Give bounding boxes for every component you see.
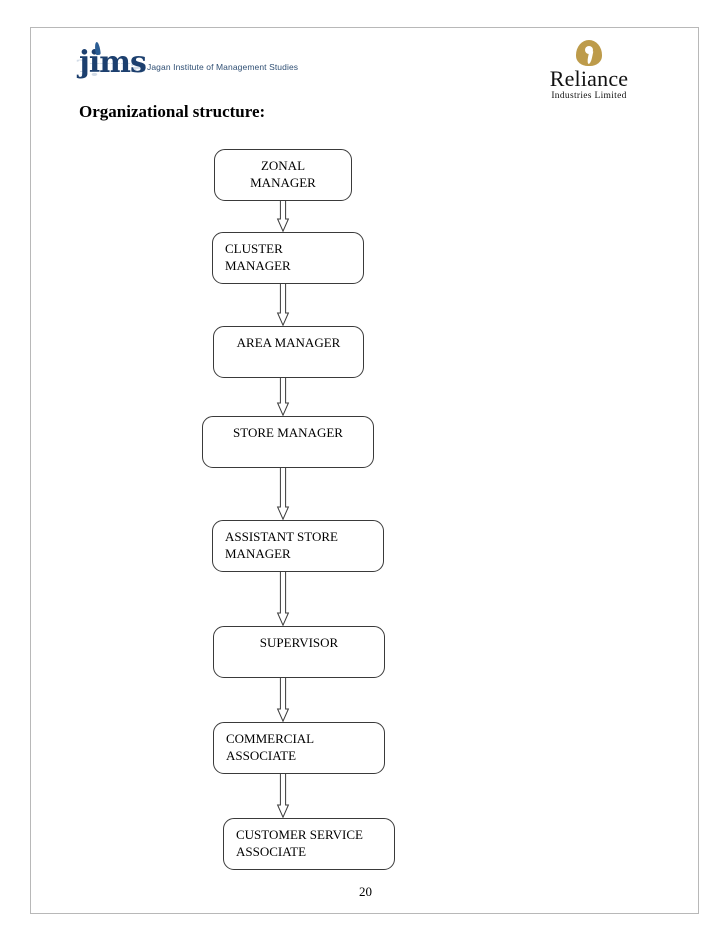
document-page: jims jims Jagan Institute of Management … <box>30 27 699 914</box>
node-assistant-store-manager: ASSISTANT STORE MANAGER <box>212 520 384 572</box>
jims-tagline: Jagan Institute of Management Studies <box>147 62 299 72</box>
jims-wordmark: jims <box>79 45 147 80</box>
reliance-logo: Reliance Industries Limited <box>529 40 649 102</box>
page-number: 20 <box>359 884 372 899</box>
arrow-cluster-manager-to-area-manager <box>275 284 291 326</box>
node-cluster-manager: CLUSTER MANAGER <box>212 232 364 284</box>
arrow-supervisor-to-commercial-associate <box>275 678 291 722</box>
arrow-area-manager-to-store-manager <box>275 378 291 416</box>
reliance-name: Reliance <box>549 66 629 91</box>
jims-logo: jims jims Jagan Institute of Management … <box>79 41 298 96</box>
node-customer-service-associate: CUSTOMER SERVICE ASSOCIATE <box>223 818 395 870</box>
reliance-emblem-icon <box>576 40 602 67</box>
node-store-manager: STORE MANAGER <box>202 416 374 468</box>
page-title: Organizational structure: <box>79 102 266 121</box>
org-chart: ZONAL MANAGER CLUSTER MANAGER AREA MANAGER… <box>31 28 700 915</box>
node-supervisor: SUPERVISOR <box>213 626 385 678</box>
node-zonal-manager: ZONAL MANAGER <box>214 149 352 201</box>
reliance-subtitle: Industries Limited <box>551 91 627 101</box>
node-area-manager: AREA MANAGER <box>213 326 364 378</box>
arrow-zonal-manager-to-cluster-manager <box>275 201 291 232</box>
node-commercial-associate: COMMERCIAL ASSOCIATE <box>213 722 385 774</box>
arrow-commercial-associate-to-customer-service-associate <box>275 774 291 818</box>
arrow-store-manager-to-assistant-store-manager <box>275 468 291 520</box>
arrow-assistant-store-manager-to-supervisor <box>275 572 291 626</box>
reliance-emblem-notch <box>585 46 593 54</box>
